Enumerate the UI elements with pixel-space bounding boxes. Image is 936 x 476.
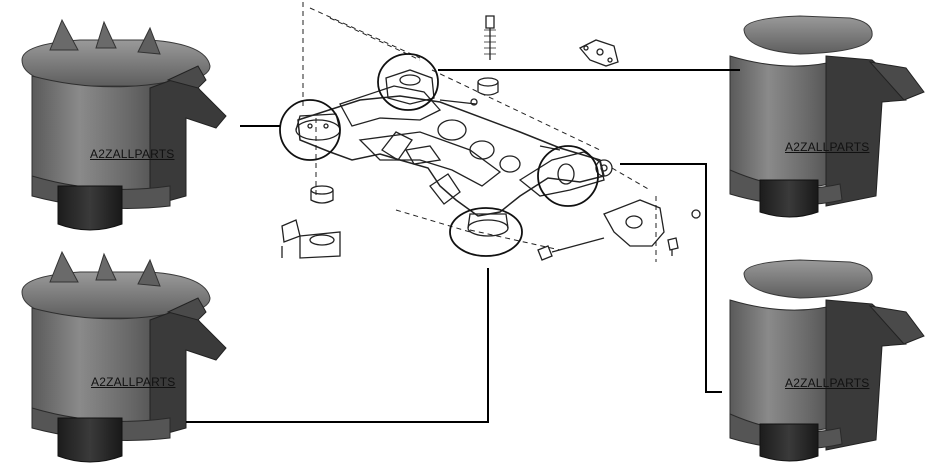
watermark-bottom-left: A2ZALLPARTS (91, 375, 176, 389)
callout-circle-bottom-mount (449, 207, 523, 257)
callout-circle-right-bushing (537, 145, 599, 207)
watermark-top-right: A2ZALLPARTS (785, 140, 870, 154)
callout-circle-left-mount (279, 99, 341, 161)
bushing-top-left (21, 19, 227, 231)
bushing-bottom-left (21, 251, 227, 463)
leader-line-bottom-right (620, 163, 722, 393)
watermark-bottom-right: A2ZALLPARTS (785, 376, 870, 390)
subframe-line-drawing (281, 2, 701, 262)
leader-line-bottom-left (186, 268, 489, 423)
bushing-bottom-right (729, 259, 925, 462)
callout-circle-top-mount (377, 53, 439, 111)
callout-circles (279, 53, 599, 257)
watermark-top-left: A2ZALLPARTS (90, 147, 175, 161)
bushing-top-right (729, 15, 925, 218)
leader-lines (186, 69, 740, 423)
